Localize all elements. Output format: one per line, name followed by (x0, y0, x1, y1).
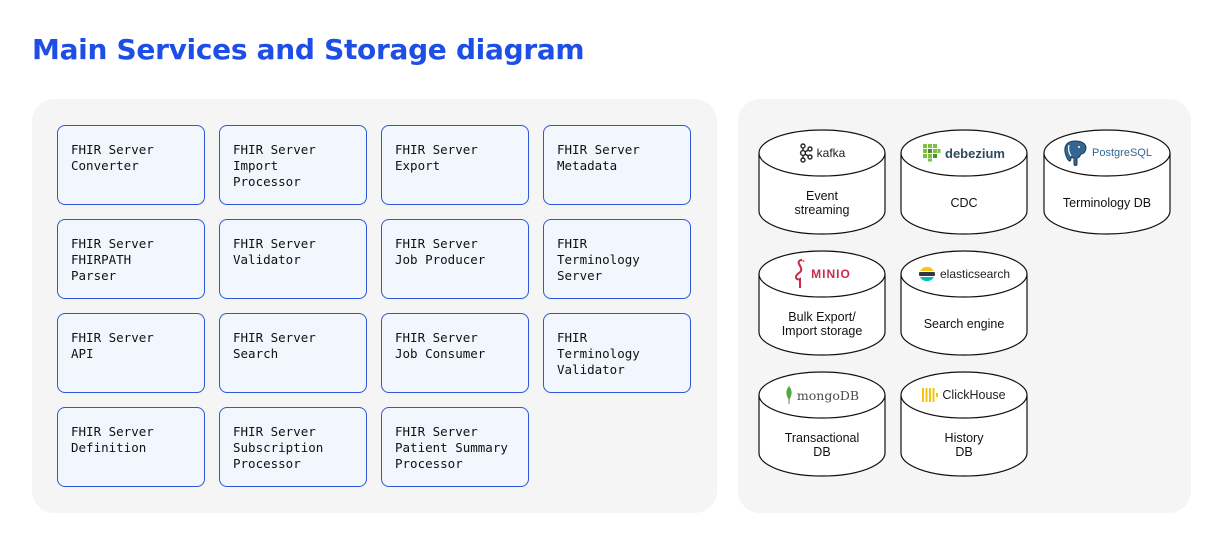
service-box-converter: FHIR Server Converter (57, 125, 205, 205)
storage-label: Search engine (923, 317, 1005, 331)
mongodb-leaf-icon (786, 386, 792, 404)
minio-flamingo-icon (795, 259, 806, 288)
storage-postgresql: PostgreSQL Terminology DB (1043, 129, 1171, 235)
debezium-icon (923, 144, 941, 162)
service-box-api: FHIR Server API (57, 313, 205, 393)
database-cylinder-icon (758, 371, 886, 477)
clickhouse-wordmark: ClickHouse (942, 388, 1006, 402)
debezium-wordmark: debezium (945, 145, 1005, 161)
clickhouse-logo: ClickHouse (900, 371, 1028, 419)
storage-kafka: kafka Event streaming (758, 129, 886, 235)
mongodb-wordmark: mongoDB (796, 387, 860, 403)
postgresql-wordmark: PostgreSQL (1092, 147, 1152, 159)
storage-label: Transactional DB (784, 431, 860, 459)
storage-label: Event streaming (794, 189, 850, 217)
storage-debezium: debezium CDC (900, 129, 1028, 235)
service-box-terminology-server: FHIR Terminology Server (543, 219, 691, 299)
database-cylinder-icon (758, 250, 886, 356)
service-box-terminology-validator: FHIR Terminology Validator (543, 313, 691, 393)
database-cylinder-icon (900, 250, 1028, 356)
storage-label: History DB (944, 431, 984, 459)
service-box-validator: FHIR Server Validator (219, 219, 367, 299)
storage-label: CDC (950, 196, 978, 210)
kafka-logo: kafka (758, 129, 886, 177)
service-box-job-producer: FHIR Server Job Producer (381, 219, 529, 299)
storage-label: Bulk Export/ Import storage (781, 310, 863, 338)
service-box-definition: FHIR Server Definition (57, 407, 205, 487)
clickhouse-bars-icon (922, 388, 939, 402)
database-cylinder-icon (900, 129, 1028, 235)
storage-panel: kafka Event streaming debezium CDC (738, 99, 1191, 513)
storage-elasticsearch: elasticsearch Search engine (900, 250, 1028, 356)
elasticsearch-icon (918, 266, 935, 282)
kafka-icon (799, 143, 813, 163)
service-box-fhirpath-parser: FHIR Server FHIRPATH Parser (57, 219, 205, 299)
elasticsearch-wordmark: elasticsearch (939, 267, 1011, 281)
debezium-logo: debezium (900, 129, 1028, 177)
database-cylinder-icon (900, 371, 1028, 477)
minio-wordmark: MINIO (811, 267, 851, 281)
storage-label: Terminology DB (1062, 196, 1152, 210)
storage-clickhouse: ClickHouse History DB (900, 371, 1028, 477)
elasticsearch-logo: elasticsearch (900, 250, 1028, 298)
service-box-metadata: FHIR Server Metadata (543, 125, 691, 205)
service-box-export: FHIR Server Export (381, 125, 529, 205)
kafka-wordmark: kafka (816, 146, 846, 160)
service-box-patient-summary-processor: FHIR Server Patient Summary Processor (381, 407, 529, 487)
services-panel: FHIR Server Converter FHIR Server Import… (32, 99, 717, 513)
mongodb-logo: mongoDB (758, 371, 886, 419)
postgresql-logo: PostgreSQL (1043, 129, 1171, 177)
storage-minio: MINIO Bulk Export/ Import storage (758, 250, 886, 356)
service-box-subscription-processor: FHIR Server Subscription Processor (219, 407, 367, 487)
storage-mongodb: mongoDB Transactional DB (758, 371, 886, 477)
page-title: Main Services and Storage diagram (32, 33, 585, 66)
minio-logo: MINIO (758, 250, 886, 298)
service-box-job-consumer: FHIR Server Job Consumer (381, 313, 529, 393)
postgresql-elephant-icon (1064, 140, 1087, 166)
database-cylinder-icon (758, 129, 886, 235)
service-box-search: FHIR Server Search (219, 313, 367, 393)
service-box-import-processor: FHIR Server Import Processor (219, 125, 367, 205)
